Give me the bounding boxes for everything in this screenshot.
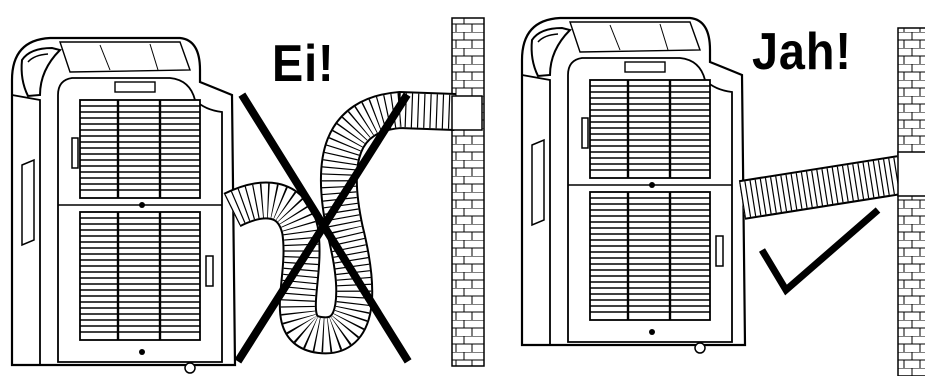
panel-right	[522, 18, 925, 376]
label-right: Jah!	[752, 26, 852, 78]
brick-wall-right	[898, 28, 925, 376]
brick-wall-left	[452, 18, 484, 366]
panel-wrong	[12, 18, 484, 373]
wall-outlet-right	[898, 152, 925, 196]
hose-straight	[742, 175, 900, 200]
label-wrong: Ei!	[272, 38, 335, 90]
ac-unit-right	[522, 18, 745, 353]
hose-sagging	[232, 110, 455, 335]
check-mark-icon	[762, 210, 878, 290]
ac-unit-left	[12, 38, 235, 373]
wall-outlet-left	[452, 96, 482, 130]
